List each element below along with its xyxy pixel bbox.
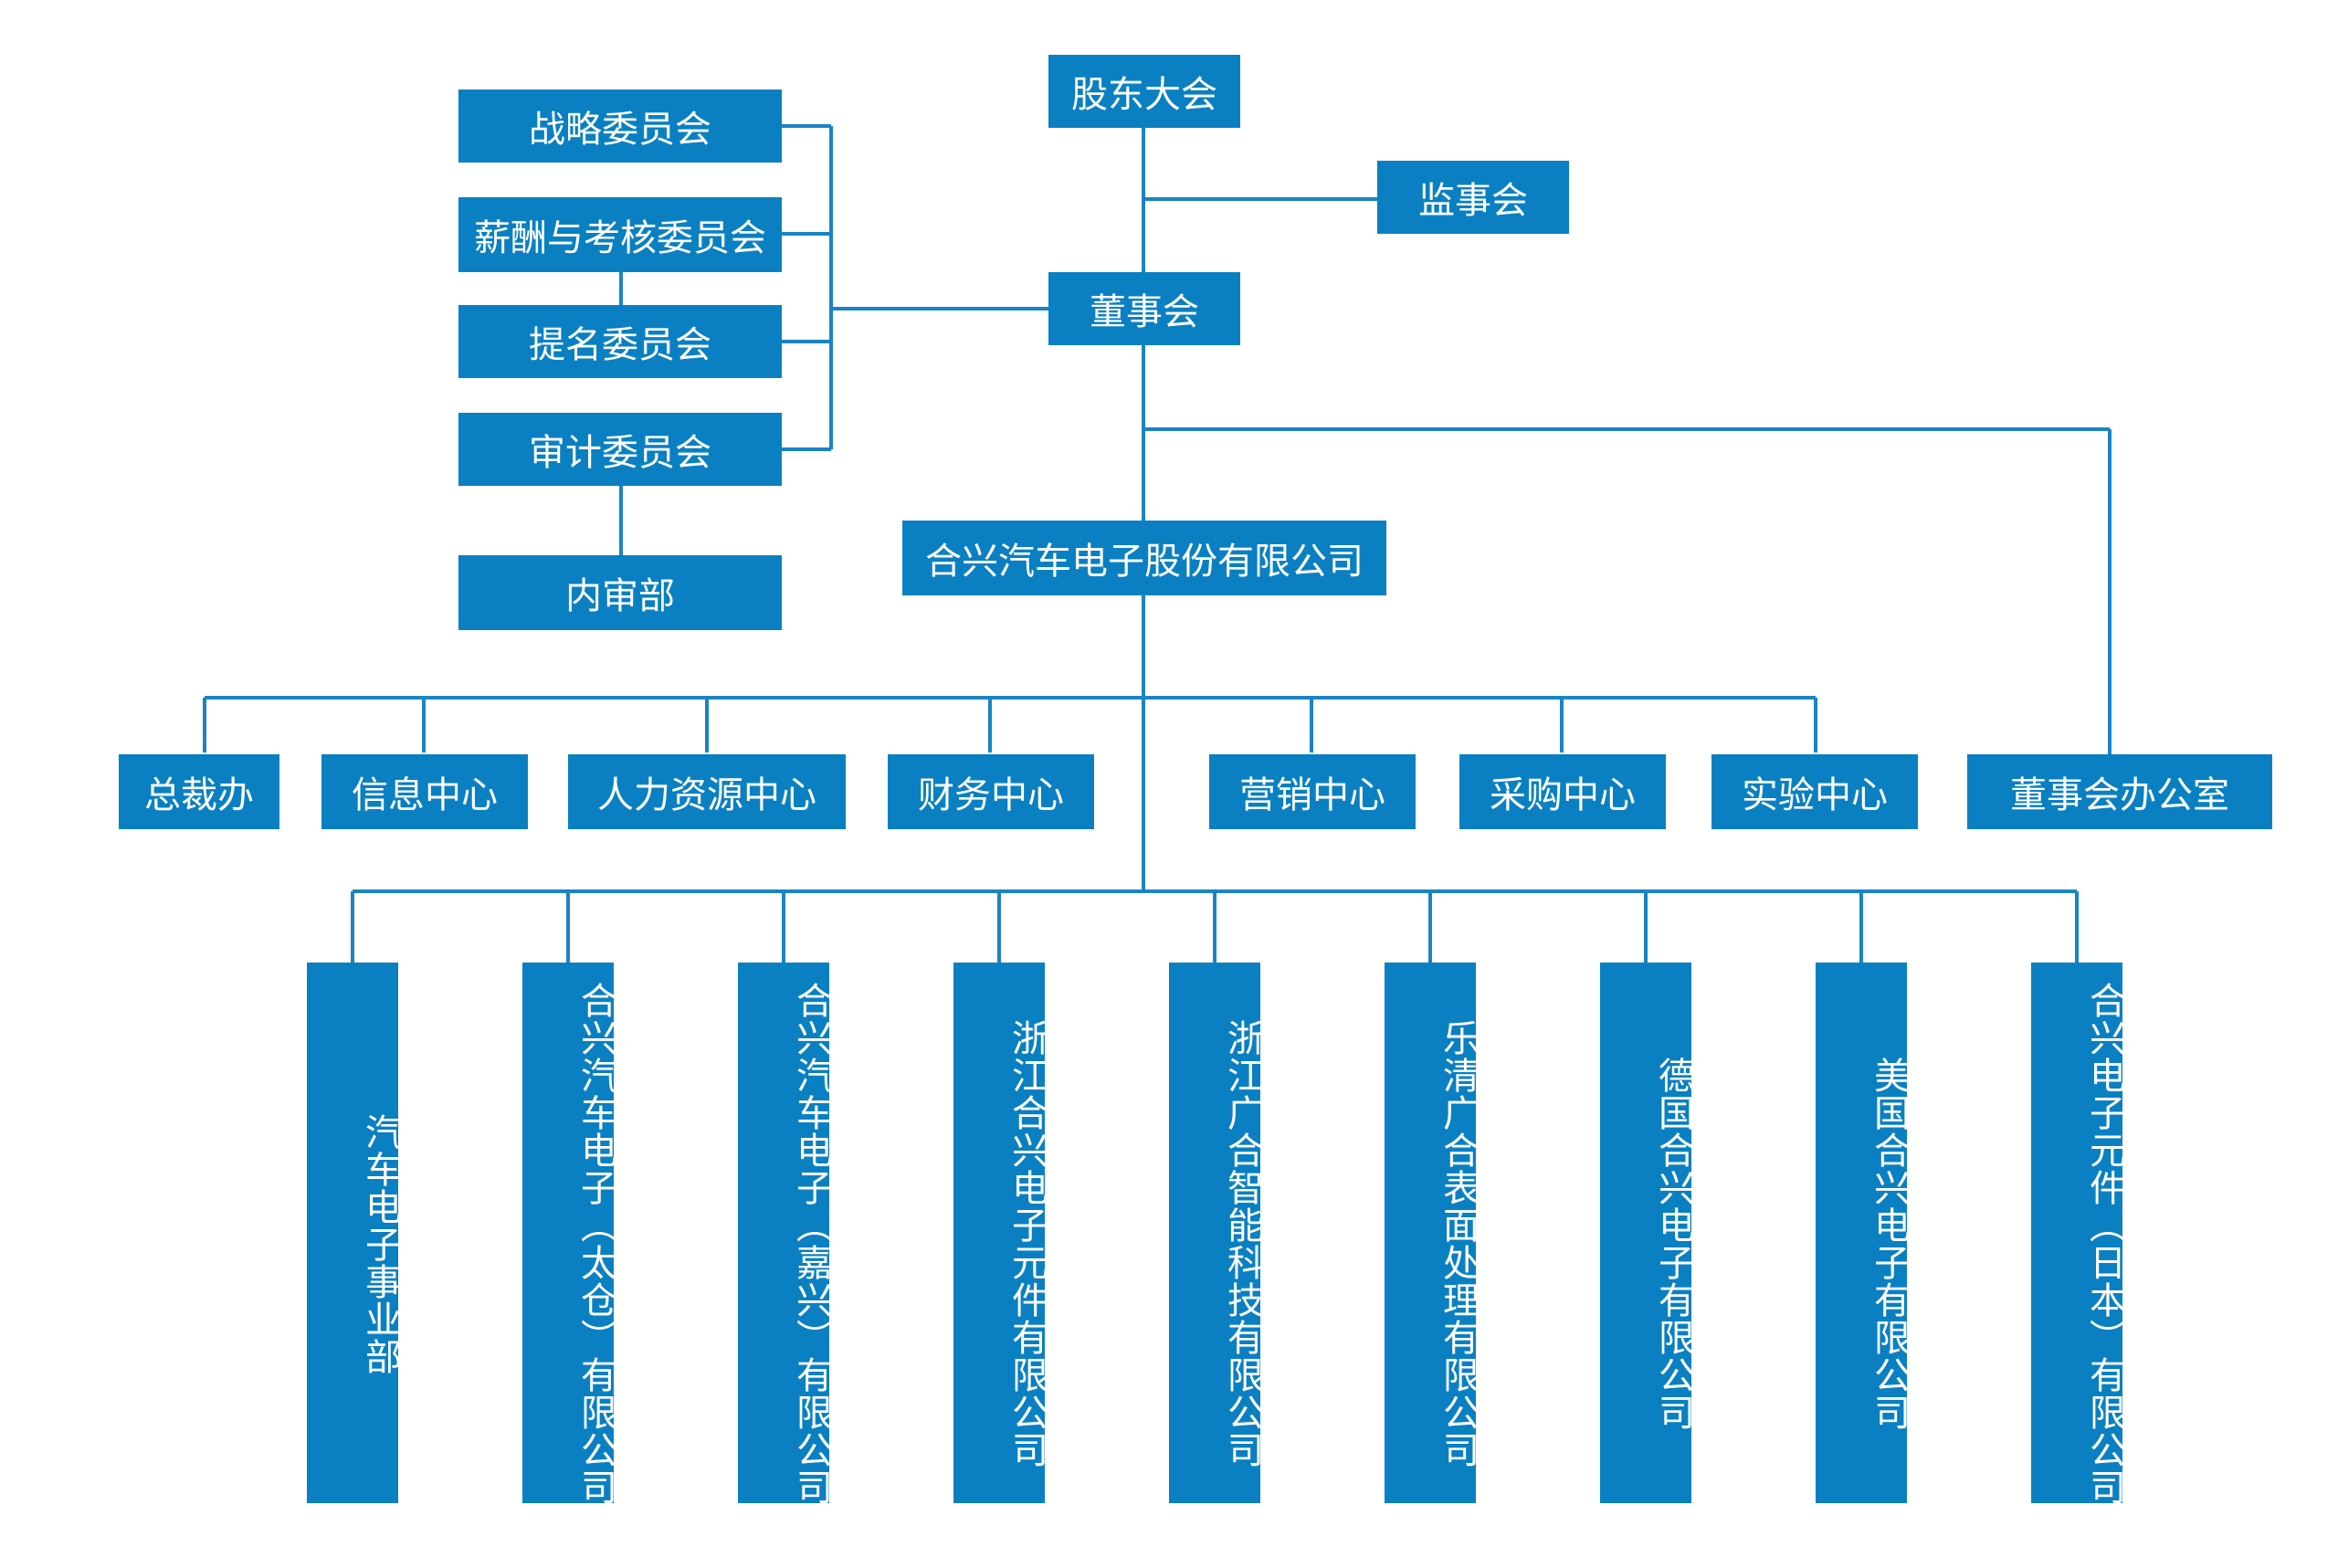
board-office-box: 董事会办公室 [1967,754,2272,829]
company-box: 合兴汽车电子股份有限公司 [902,521,1386,595]
subsidiary-box: 美国合兴电子有限公司 [1816,963,1910,1503]
internal-audit-box: 内审部 [458,555,782,630]
subsidiary-box: 浙江广合智能科技有限公司 [1169,963,1263,1503]
purchasing-center-box: 采购中心 [1459,754,1666,829]
supervisory-board-box: 监事会 [1377,161,1569,234]
compensation-committee-box: 薪酬与考核委员会 [458,197,782,272]
subsidiary-box: 乐清广合表面处理有限公司 [1385,963,1479,1503]
hr-center-box: 人力资源中心 [568,754,846,829]
marketing-center-box: 营销中心 [1209,754,1416,829]
subsidiary-box: 合兴电子元件（日本）有限公司 [2031,963,2125,1506]
subsidiary-box: 合兴汽车电子（嘉兴）有限公司 [738,963,832,1506]
subsidiary-box: 合兴汽车电子（太仓）有限公司 [522,963,616,1506]
board-of-directors-box: 董事会 [1048,272,1240,345]
finance-center-box: 财务中心 [888,754,1094,829]
subsidiary-box: 浙江合兴电子元件有限公司 [953,963,1048,1503]
shareholders-meeting-box: 股东大会 [1048,55,1240,128]
strategy-committee-box: 战略委员会 [458,89,782,163]
nomination-committee-box: 提名委员会 [458,305,782,378]
president-office-box: 总裁办 [119,754,279,829]
audit-committee-box: 审计委员会 [458,413,782,486]
subsidiary-box: 汽车电子事业部 [307,963,401,1503]
subsidiary-box: 德国合兴电子有限公司 [1600,963,1694,1503]
information-center-box: 信息中心 [321,754,528,829]
lab-center-box: 实验中心 [1711,754,1918,829]
